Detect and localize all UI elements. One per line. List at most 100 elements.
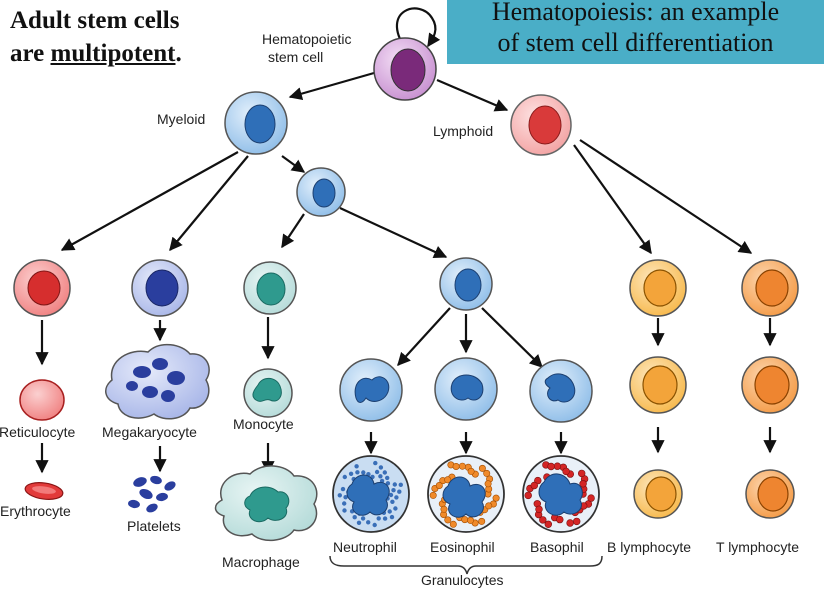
t-lymphocyte-cell (745, 469, 795, 519)
granule (478, 517, 486, 525)
granule (553, 462, 562, 470)
banner-line-2: of stem cell differentiation (497, 28, 774, 57)
label-eosinophil: Eosinophil (430, 539, 495, 555)
granule (572, 517, 581, 526)
granule (393, 506, 398, 511)
arrow-myeloid-to-erythroid (60, 151, 239, 251)
heading-line-1: Adult stem cells (10, 7, 180, 34)
granule (452, 462, 460, 470)
myeloid-progenitor-cell (224, 91, 288, 155)
granule (387, 509, 392, 514)
label-megakaryocyte: Megakaryocyte (102, 424, 197, 440)
granule (461, 516, 469, 524)
granule (388, 492, 394, 498)
granule (337, 493, 342, 498)
monocyte-cell (243, 368, 293, 418)
granule (348, 471, 354, 476)
arrow-gran-to-basophil (481, 307, 543, 368)
arrow-progenitor-to-monocyte (281, 213, 305, 249)
granule (391, 488, 396, 493)
label-macrophage: Macrophage (222, 554, 300, 570)
granule (484, 480, 492, 488)
granule (342, 474, 347, 480)
label-erythrocyte: Erythrocyte (0, 503, 71, 519)
eosinophil-band-cell (434, 357, 498, 421)
granule (394, 495, 399, 500)
granule (397, 489, 402, 494)
arrow-lymphoid-to-b (573, 144, 652, 255)
granule (535, 505, 543, 513)
granule (444, 516, 452, 524)
b-lymphocyte-cell (633, 469, 683, 519)
self-renewal-arrow (396, 7, 441, 49)
granule (429, 491, 437, 499)
granulocyte-progenitor-cell (439, 257, 493, 311)
label-lymphoid: Lymphoid (433, 123, 493, 139)
macrophage-cell (214, 465, 318, 542)
granule (342, 501, 347, 506)
granule (544, 520, 552, 528)
arrows (35, 7, 777, 475)
b-lymphocyte-progenitor-cell (629, 259, 687, 317)
arrow-lymphoid-to-t (579, 139, 753, 254)
granule (398, 482, 403, 487)
label-basophil: Basophil (530, 539, 584, 555)
platelets-cluster (128, 475, 176, 513)
reticulocyte-cell (19, 379, 65, 421)
granule (378, 474, 383, 479)
arrow-gran-to-neutrophil (397, 307, 451, 366)
granule (444, 476, 452, 484)
label-reticulocyte: Reticulocyte (0, 424, 75, 440)
granule (385, 481, 391, 486)
basophil-cell (522, 455, 600, 533)
granule (366, 520, 371, 525)
t-lymphocyte-intermediate-cell (741, 356, 799, 414)
granule (355, 470, 360, 475)
lymphoid-progenitor-cell (510, 94, 572, 156)
label-b-lymphocyte: B lymphocyte (607, 539, 691, 555)
granule (342, 508, 347, 513)
granule (458, 462, 466, 470)
granule (566, 519, 574, 527)
granule (530, 481, 538, 490)
arrow-myeloid-to-megakaryocyte (169, 155, 249, 252)
granule (492, 494, 500, 502)
megakaryocyte-cell (105, 343, 210, 420)
label-platelets: Platelets (127, 518, 181, 534)
label-hsc-line-2: stem cell (268, 49, 323, 65)
granule (440, 505, 448, 513)
label-myeloid: Myeloid (157, 111, 205, 127)
eosinophil-cell (427, 455, 505, 533)
granule (466, 516, 474, 524)
granule (352, 515, 357, 520)
granule (360, 516, 366, 521)
granulocytes-brace (329, 555, 603, 575)
b-lymphocyte-intermediate-cell (629, 356, 687, 414)
title-banner: Hematopoiesis: an example of stem cell d… (447, 0, 824, 64)
t-lymphocyte-progenitor-cell (741, 259, 799, 317)
megakaryocyte-progenitor-cell (131, 259, 189, 317)
granule (556, 515, 564, 524)
arrow-hsc-to-lymphoid (436, 78, 509, 112)
granule (485, 502, 493, 510)
erythrocyte-cell (24, 482, 64, 500)
granule (390, 499, 395, 504)
granule (382, 470, 387, 475)
granule (478, 464, 486, 472)
granule (374, 469, 380, 475)
label-hsc-line-1: Hematopoietic (262, 31, 352, 47)
label-monocyte: Monocyte (233, 416, 294, 432)
granule (392, 482, 397, 487)
granule (579, 480, 587, 488)
granule (372, 522, 377, 528)
granule (547, 462, 555, 471)
erythroid-progenitor-cell (13, 259, 71, 317)
neutrophil-cell (332, 455, 410, 533)
granule (389, 514, 395, 520)
keyword-multipotent: multipotent (50, 40, 176, 67)
granule (467, 467, 475, 475)
hematopoietic-stem-cell (373, 37, 437, 101)
granule (385, 475, 390, 481)
label-t-lymphocyte: T lymphocyte (716, 539, 799, 555)
